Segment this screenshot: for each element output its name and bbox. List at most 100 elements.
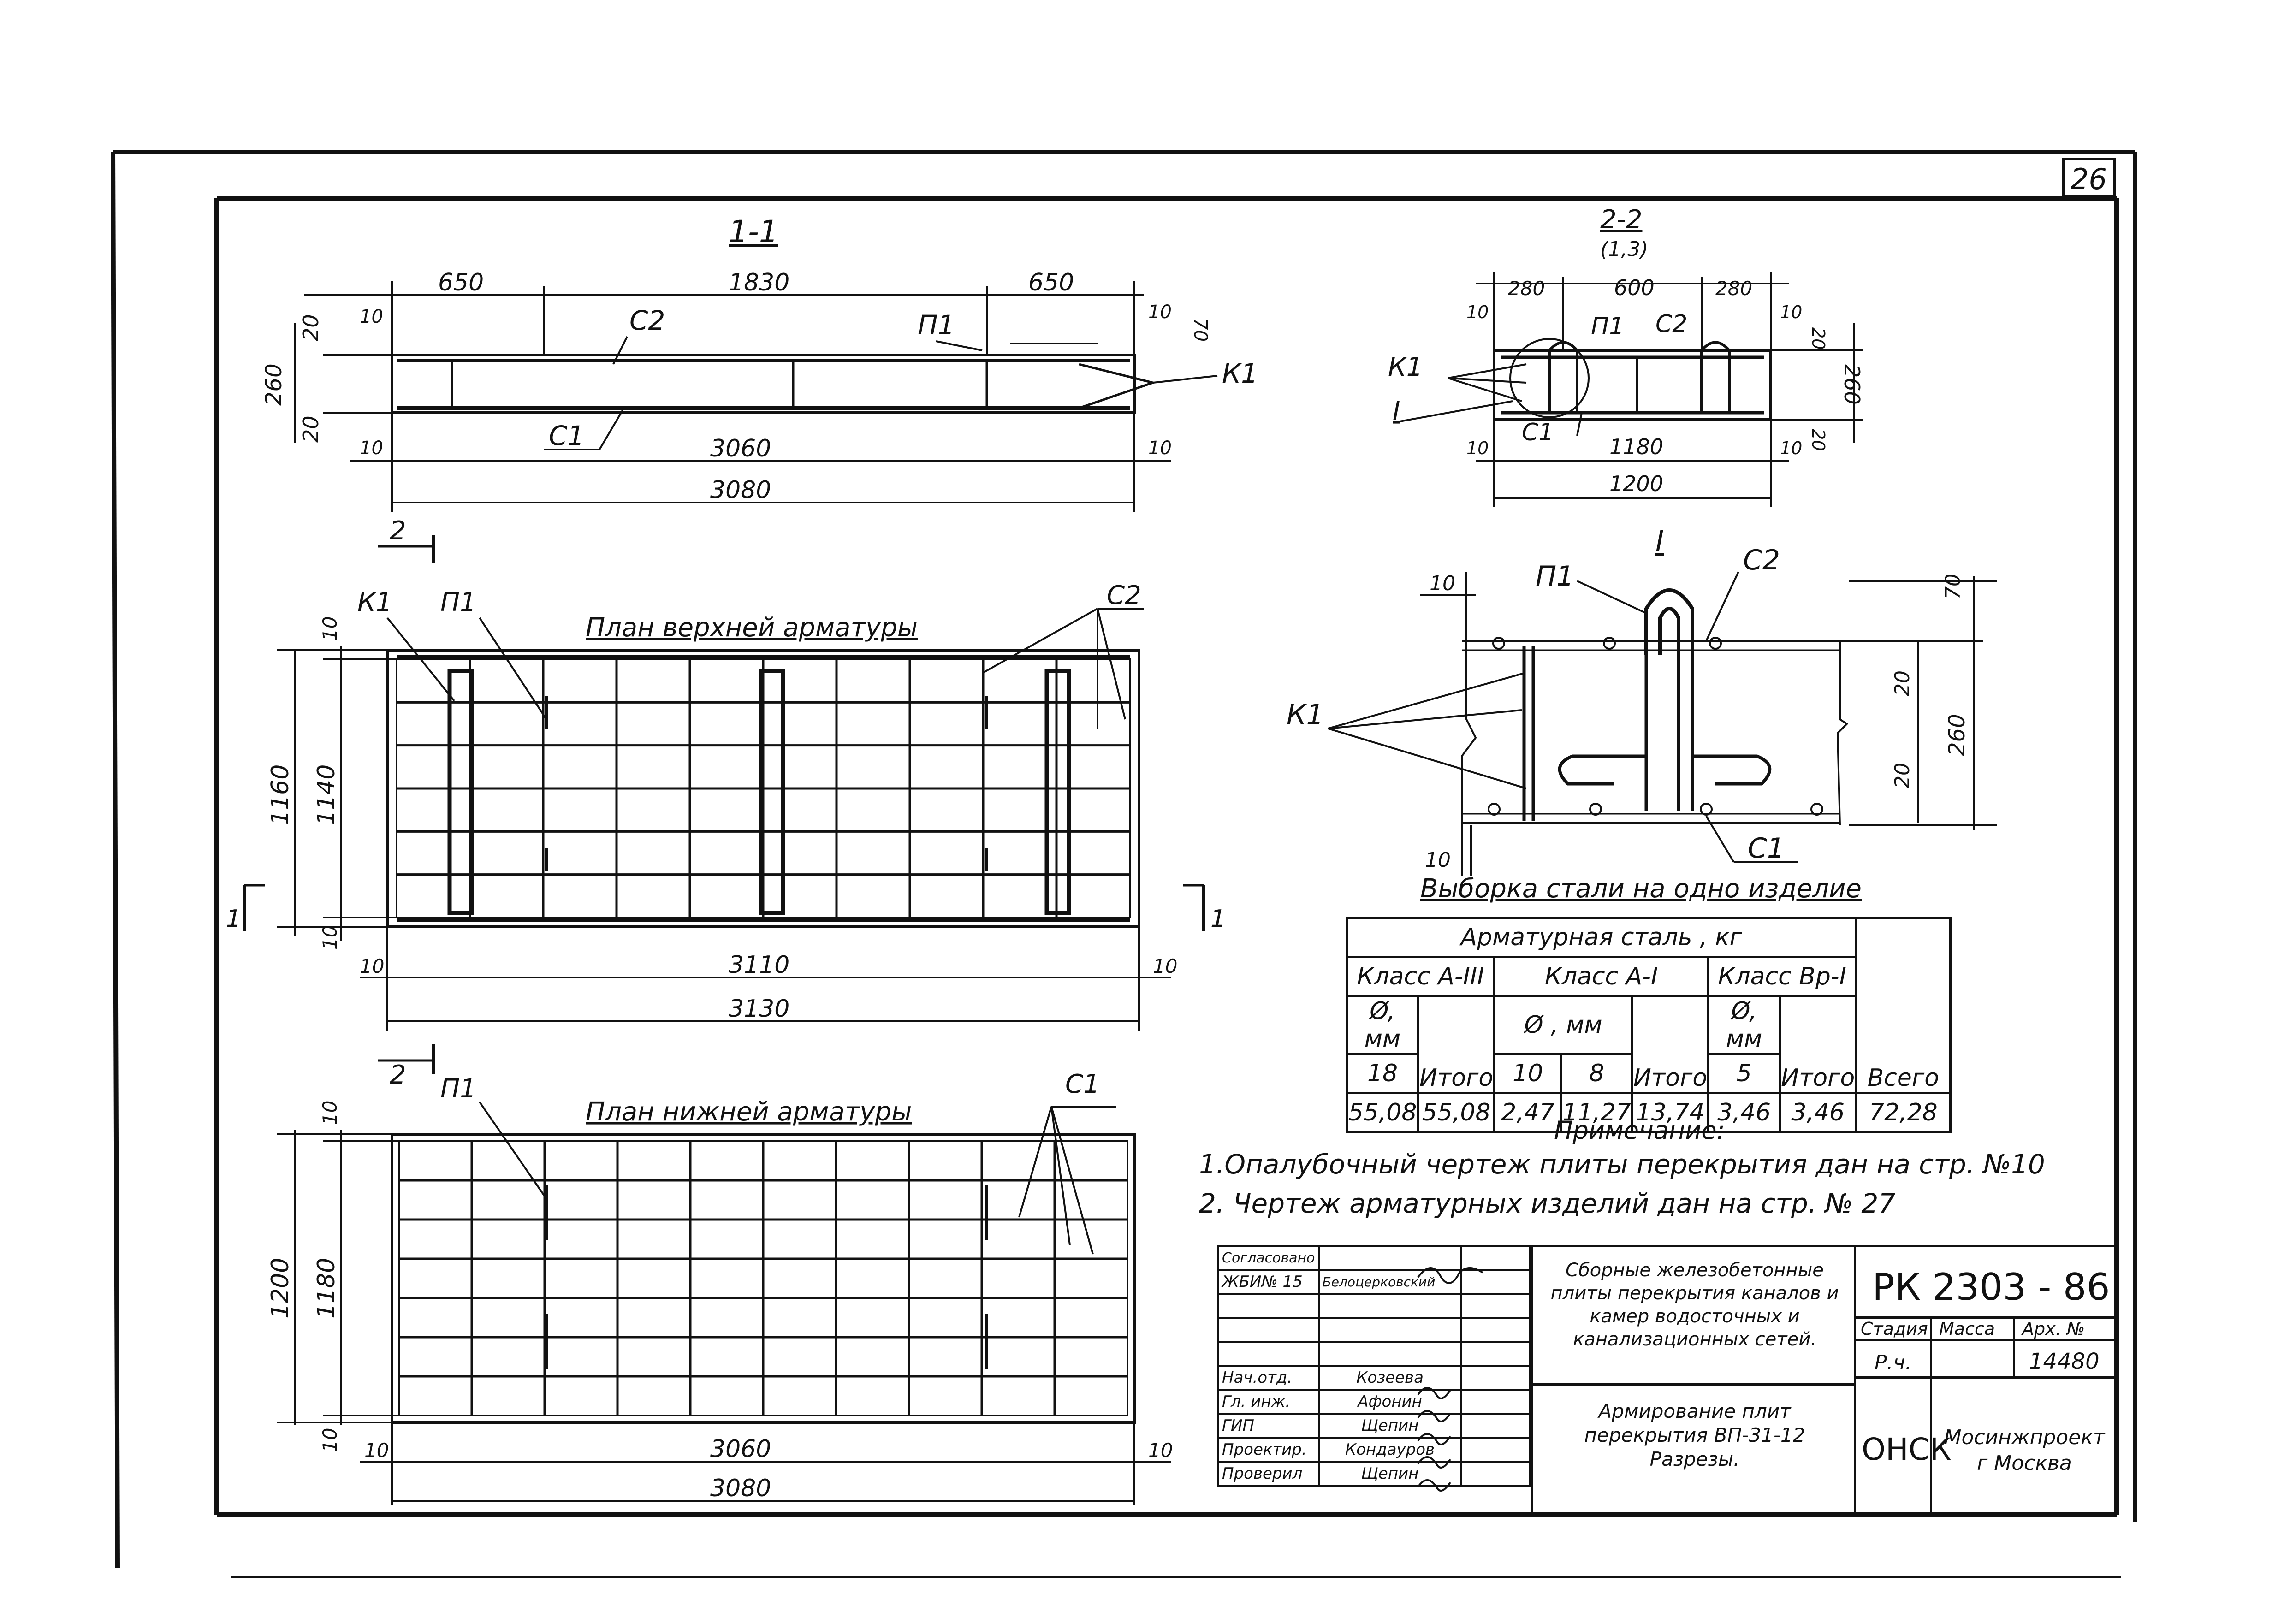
- steel-dia-a3: Ø, мм: [1346, 995, 1419, 1055]
- plan-bottom-reinforcement: План нижней арматуры П1 С1 10 1200 1180 …: [267, 1069, 1173, 1505]
- plan-bottom-dim-3060: 3060: [710, 1435, 771, 1463]
- steel-val-8: 11,27: [1560, 1092, 1634, 1133]
- node-dim-70: 70: [1941, 574, 1965, 599]
- steel-col-18: 18: [1346, 1053, 1419, 1094]
- s22-mark-c1: С1: [1522, 419, 1554, 446]
- s22-dim-10a: 10: [1466, 302, 1489, 322]
- steel-col-total-a1: Итого: [1631, 995, 1710, 1094]
- dim-10-c: 10: [1148, 302, 1172, 323]
- steel-table: Арматурная сталь , кг Всего Класс А-III …: [1345, 917, 1952, 1133]
- stamp-role-4: Проверил: [1217, 1461, 1320, 1487]
- section-1-1: 1-1 650 1830 650 20 260 20 10 10 10 10 7…: [261, 214, 1258, 512]
- s22-dim-20a: 20: [1808, 327, 1828, 349]
- plan-top-dim-10d: 10: [1153, 955, 1177, 977]
- plan-top-dim-1160: 1160: [267, 764, 294, 825]
- steel-val-18: 55,08: [1346, 1092, 1419, 1133]
- section-1-1-outline: [391, 354, 1136, 414]
- cut-marker-2-bottom: 2: [378, 1044, 435, 1090]
- steel-class-bp1: Класс Вр-I: [1707, 956, 1857, 997]
- stamp-name-1: Афонин: [1317, 1389, 1462, 1415]
- plan-bottom-grid: [399, 1141, 1127, 1416]
- plan-bottom-dim-10d: 10: [1148, 1439, 1173, 1462]
- sheet-frame: [111, 150, 2137, 1578]
- s22-dim-1200: 1200: [1609, 471, 1663, 496]
- node-mark-p1: П1: [1536, 560, 1574, 592]
- node-dim-10-top: 10: [1430, 572, 1455, 595]
- steel-col-total-bp1: Итого: [1779, 995, 1857, 1094]
- steel-col-total: Всего: [1855, 917, 1952, 1094]
- sheet-title: Армирование плит перекрытия ВП-31-12 Раз…: [1584, 1400, 1805, 1470]
- s22-dim-260: 260: [1839, 364, 1864, 405]
- plan-top-dim-3110: 3110: [729, 951, 789, 979]
- node-dim-10-bottom: 10: [1425, 848, 1451, 872]
- steel-dia-bp1: Ø, мм: [1707, 995, 1781, 1055]
- mark-c2: С2: [629, 305, 665, 336]
- node-dim-260: 260: [1944, 714, 1970, 756]
- dim-1830: 1830: [729, 269, 789, 296]
- stamp-mass-label: Масса: [1939, 1319, 1995, 1339]
- stamp-dept: ОНСК: [1862, 1432, 1952, 1467]
- node-I: I 10 10 70 20 20 260: [1287, 524, 1997, 876]
- stamp-role-0: Нач.отд.: [1217, 1365, 1320, 1391]
- plan-top-reinforcement: План верхней арматуры К1 П1 С2 10 1160 1…: [226, 580, 1226, 1031]
- s22-mark-k1: К1: [1388, 352, 1423, 382]
- steel-val-total-a1: 13,74: [1631, 1092, 1710, 1133]
- steel-col-10: 10: [1493, 1053, 1563, 1094]
- dim-10-d: 10: [1148, 438, 1172, 459]
- section-2-2-subtitle: (1,3): [1600, 237, 1648, 261]
- plan-top-dim-1140: 1140: [313, 764, 340, 825]
- stamp-role-1: Гл. инж.: [1217, 1389, 1320, 1415]
- mark-k1: К1: [1222, 358, 1258, 389]
- dim-650-right: 650: [1028, 269, 1074, 296]
- note-2: 2. Чертеж арматурных изделий дан на стр.…: [1199, 1188, 1895, 1219]
- s22-dim-1180: 1180: [1609, 434, 1663, 459]
- steel-col-total-a3: Итого: [1417, 995, 1496, 1094]
- steel-header-group: Арматурная сталь , кг: [1345, 917, 1857, 958]
- dim-70: 70: [1190, 318, 1211, 342]
- steel-class-a1: Класс А-I: [1493, 956, 1710, 997]
- stamp-name-3: Кондауров: [1317, 1437, 1462, 1463]
- stamp-role-3: Проектир.: [1217, 1437, 1320, 1463]
- stamp-role-2: ГИП: [1217, 1413, 1320, 1439]
- s22-dim-10d: 10: [1780, 438, 1802, 458]
- stamp-stage-label: Стадия: [1861, 1319, 1928, 1339]
- dim-20-bottom: 20: [298, 415, 323, 443]
- s22-dim-280-left: 280: [1508, 277, 1545, 300]
- dim-260: 260: [261, 363, 287, 406]
- plan-top-dim-10a: 10: [319, 616, 341, 641]
- doc-code: РК 2303 - 86: [1872, 1266, 2110, 1309]
- plan-top-mark-p1: П1: [440, 587, 476, 617]
- plan-top-dim-10b: 10: [319, 925, 341, 950]
- section-2-2-title: 2-2: [1600, 205, 1642, 235]
- cut-marker-2-top: 2: [378, 516, 435, 563]
- steel-dia-a1: Ø , мм: [1493, 995, 1634, 1055]
- stamp-name-0: Козеева: [1317, 1365, 1462, 1391]
- plan-top-grid: [397, 659, 1130, 918]
- steel-val-total-a3: 55,08: [1417, 1092, 1496, 1133]
- s22-mark-node: I: [1393, 396, 1400, 426]
- sheet-number: 26: [2071, 162, 2107, 196]
- dim-20-top: 20: [298, 314, 323, 341]
- node-mark-k1: К1: [1287, 699, 1324, 731]
- notes: Примечание: 1.Опалубочный чертеж плиты п…: [1199, 1116, 2045, 1219]
- stamp-org: Мосинжпроект г Москва: [1944, 1426, 2105, 1475]
- steel-table-caption: Выборка стали на одно изделие: [1420, 874, 1862, 904]
- plan-bottom-dim-10c: 10: [364, 1439, 389, 1462]
- stamp-stage: Р.ч.: [1875, 1351, 1912, 1374]
- plan-bottom-dim-1180: 1180: [313, 1258, 340, 1319]
- cut-1-right: 1: [1210, 905, 1226, 933]
- plan-bottom-mark-c1: С1: [1065, 1069, 1100, 1099]
- s22-dim-10c: 10: [1466, 438, 1489, 458]
- stamp-zhbi: ЖБИ№ 15: [1217, 1269, 1320, 1295]
- s22-mark-p1: П1: [1591, 313, 1624, 340]
- plan-bottom-title: План нижней арматуры: [586, 1097, 912, 1127]
- plan-top-dim-10c: 10: [360, 955, 384, 977]
- section-1-1-title: 1-1: [729, 214, 778, 249]
- plan-bottom-dim-1200: 1200: [267, 1258, 294, 1319]
- title-block-main: Сборные железобетонные плиты перекрытия …: [1531, 1245, 2119, 1517]
- plan-top-mark-c2: С2: [1107, 580, 1141, 610]
- dim-3080: 3080: [710, 476, 771, 504]
- svg-text:2: 2: [390, 516, 406, 546]
- s22-dim-600: 600: [1614, 275, 1655, 300]
